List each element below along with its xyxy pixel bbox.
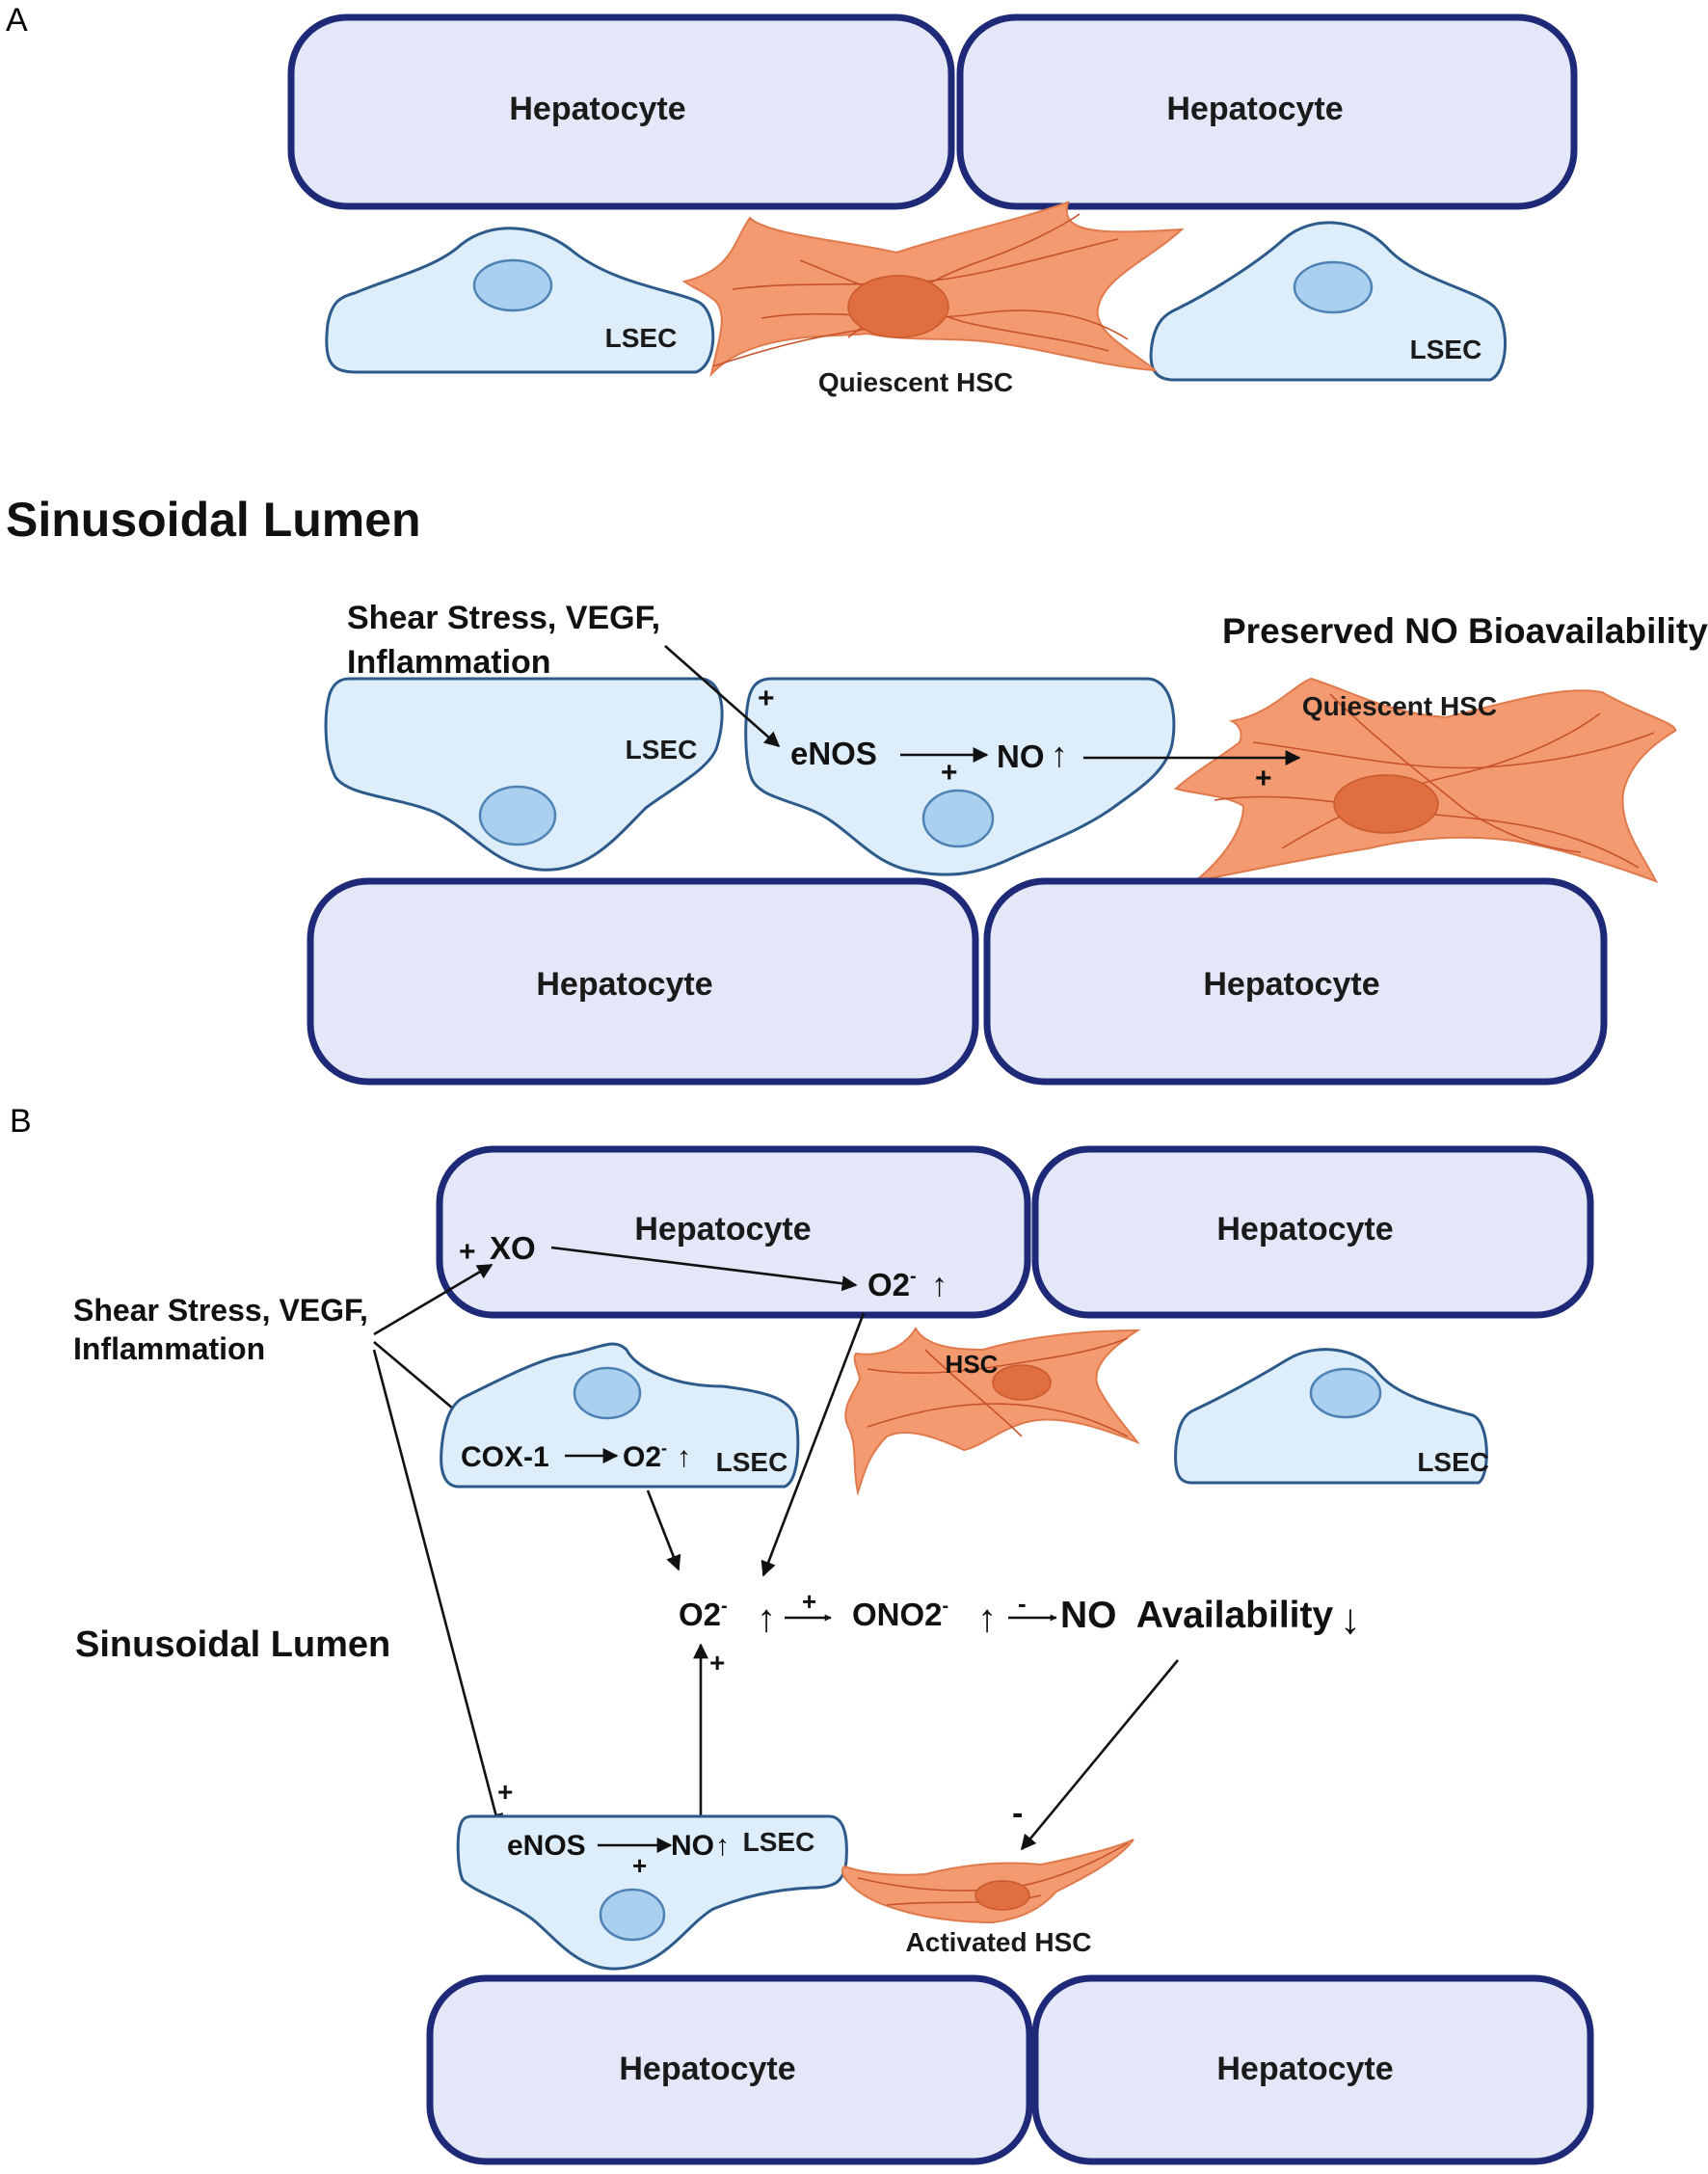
hepatocyte-label: Hepatocyte	[619, 2051, 795, 2087]
lsec-a-mid-left: LSEC	[324, 677, 724, 872]
hepatocyte-b-top-left: Hepatocyte	[436, 1145, 1031, 1319]
lsec-label: LSEC	[626, 735, 698, 765]
xo-label: XO	[490, 1230, 536, 1266]
quiescent-hsc-a-lower: Quiescent HSC	[1174, 677, 1676, 883]
xo-to-o2-arrow	[550, 1246, 858, 1292]
activated-hsc: Activated HSC	[841, 1839, 1134, 1957]
nucleus	[472, 258, 553, 312]
cox1-label: COX-1	[461, 1441, 549, 1473]
hepatocyte-label: Hepatocyte	[634, 1211, 811, 1248]
up-arrow-icon: ↑	[715, 1830, 730, 1862]
hepatocyte-b-bottom-right: Hepatocyte	[1031, 1974, 1594, 2165]
plus-sign: +	[459, 1236, 476, 1268]
lsec-a-mid-right	[744, 677, 1176, 876]
lsec-b-bottom: eNOS + NO ↑ LSEC	[456, 1814, 848, 1971]
lsec-b-right: LSEC	[1174, 1348, 1489, 1485]
up-arrow-icon: ↑	[931, 1267, 947, 1303]
lsec-label: LSEC	[605, 323, 678, 353]
lsec-label: LSEC	[1410, 335, 1482, 364]
stimuli-to-enos-arrow	[664, 645, 781, 748]
lsec-o2-to-center-arrow	[646, 1490, 681, 1571]
up-arrow-icon: ↑	[757, 1597, 776, 1640]
hepatocyte-a-top-right: Hepatocyte	[956, 13, 1578, 210]
hepatocyte-label: Hepatocyte	[509, 91, 685, 127]
enos-a: eNOS	[790, 736, 877, 771]
stimuli-a-line2: Inflammation	[347, 644, 551, 681]
up-arrow-icon: ↑	[677, 1441, 691, 1473]
lsec-label: LSEC	[1417, 1447, 1489, 1477]
panel-b-letter: B	[10, 1103, 32, 1140]
no-a: NO	[997, 738, 1045, 774]
hepatocyte-b-bottom-left: Hepatocyte	[426, 1974, 1033, 2165]
nucleus	[478, 785, 557, 846]
minus-sign: -	[1012, 1795, 1023, 1832]
hepatocyte-label: Hepatocyte	[1216, 2051, 1393, 2087]
lsec-a-top-right: LSEC	[1149, 221, 1507, 382]
hepatocyte-label: Hepatocyte	[536, 966, 712, 1003]
hsc-nucleus	[847, 275, 949, 338]
down-arrow-icon: ↓	[1340, 1596, 1361, 1643]
enos-b: eNOS	[507, 1830, 586, 1862]
sinusoidal-lumen-b-title: Sinusoidal Lumen	[75, 1624, 390, 1665]
sinusoidal-lumen-a-title: Sinusoidal Lumen	[6, 493, 421, 547]
nucleus	[921, 789, 995, 848]
hepatocyte-b-top-right: Hepatocyte	[1031, 1145, 1594, 1319]
quiescent-hsc-label: Quiescent HSC	[1302, 691, 1497, 721]
up-arrow-icon: ↑	[977, 1597, 997, 1640]
hsc-nucleus	[974, 1880, 1030, 1911]
preserved-no-bioavailability: Preserved NO Bioavailability	[1222, 611, 1708, 651]
hsc-nucleus	[992, 1364, 1052, 1401]
stimuli-to-enos-arrow	[372, 1349, 504, 1830]
lsec-a-top-left: LSEC	[325, 227, 715, 374]
hepatocyte-label: Hepatocyte	[1216, 1211, 1393, 1248]
no-up-arrow-icon: ↑	[1051, 735, 1068, 774]
no-b: NO	[671, 1830, 714, 1862]
hepatocyte-a-bottom-left: Hepatocyte	[307, 877, 979, 1086]
plus-sign: +	[1255, 763, 1272, 794]
o2-lsec: O2-	[623, 1438, 667, 1473]
hsc-label: HSC	[946, 1350, 999, 1379]
lsec-label: LSEC	[716, 1447, 788, 1477]
nucleus	[1309, 1367, 1382, 1419]
ono2-label: ONO2-	[852, 1596, 948, 1632]
no-availability-label: NO Availability	[1060, 1595, 1333, 1636]
plus-sign: +	[709, 1648, 725, 1677]
lsec-b-cox1: COX-1 O2- ↑ LSEC	[440, 1342, 800, 1489]
hepatocyte-a-top-left: Hepatocyte	[287, 13, 955, 210]
o2-center: O2-	[679, 1596, 728, 1632]
plus-sign: +	[632, 1851, 647, 1880]
stimuli-to-xo-arrow	[373, 1263, 494, 1336]
stimuli-b-line1: Shear Stress, VEGF,	[73, 1293, 368, 1328]
hsc-b: HSC	[844, 1327, 1141, 1496]
lsec-label: LSEC	[743, 1827, 815, 1857]
minus-sign: -	[1018, 1589, 1027, 1618]
plus-sign: +	[758, 683, 775, 714]
hepatocyte-label: Hepatocyte	[1203, 966, 1379, 1003]
hepatocyte-a-bottom-right: Hepatocyte	[983, 877, 1608, 1086]
o2-hepatocyte: O2-	[867, 1266, 917, 1302]
hsc-nucleus	[1333, 774, 1439, 834]
plus-sign: +	[941, 757, 958, 789]
quiescent-hsc-label: Quiescent HSC	[818, 367, 1013, 397]
hepatocyte-label: Hepatocyte	[1166, 91, 1343, 127]
activated-hsc-label: Activated HSC	[906, 1927, 1092, 1957]
hep-o2-to-center-arrow	[761, 1312, 866, 1577]
stimuli-a-line1: Shear Stress, VEGF,	[347, 600, 660, 636]
quiescent-hsc-a-top: Quiescent HSC	[681, 201, 1185, 397]
plus-sign: +	[802, 1587, 816, 1616]
panel-a-letter: A	[6, 2, 28, 39]
plus-sign: +	[497, 1777, 513, 1807]
stimuli-b-line2: Inflammation	[73, 1331, 265, 1366]
no-to-activated-hsc-arrow	[1020, 1659, 1180, 1851]
nucleus	[599, 1888, 666, 1942]
nucleus	[573, 1366, 642, 1420]
nucleus	[1293, 260, 1374, 314]
